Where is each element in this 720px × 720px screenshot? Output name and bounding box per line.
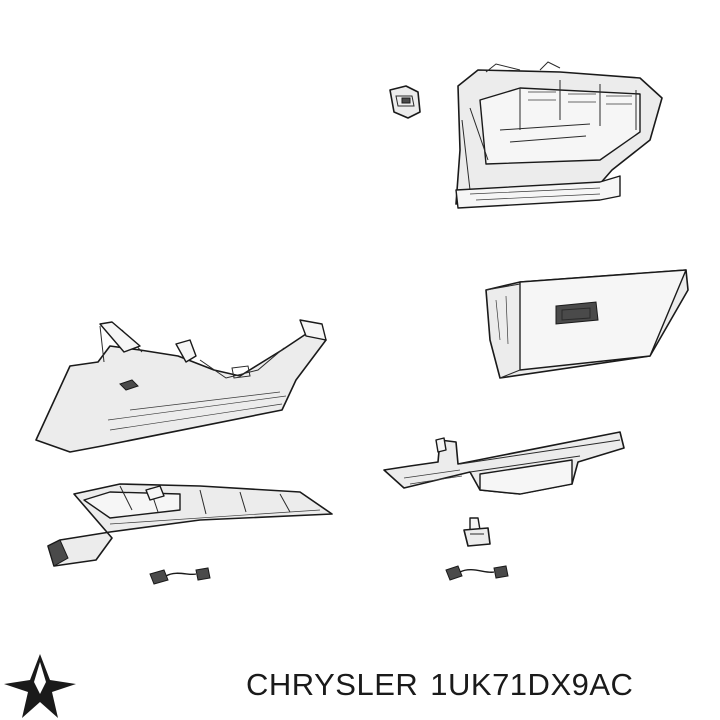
part-number: 1UK71DX9AC xyxy=(430,667,634,702)
glove-box-door xyxy=(485,269,689,379)
lamp-socket xyxy=(463,517,491,547)
wire-harness-right xyxy=(445,565,509,581)
knee-bolster-bracket xyxy=(47,483,333,567)
latch-clip xyxy=(389,85,421,119)
lower-instrument-panel-trim xyxy=(35,319,327,453)
glove-box-bin-housing xyxy=(455,61,663,209)
chrysler-pentastar-icon xyxy=(4,654,76,718)
brand-name: CHRYSLER xyxy=(246,667,419,702)
bin-support-bracket xyxy=(383,431,625,495)
wire-harness-left xyxy=(149,567,211,585)
part-caption: CHRYSLER 1UK71DX9AC xyxy=(246,660,645,710)
